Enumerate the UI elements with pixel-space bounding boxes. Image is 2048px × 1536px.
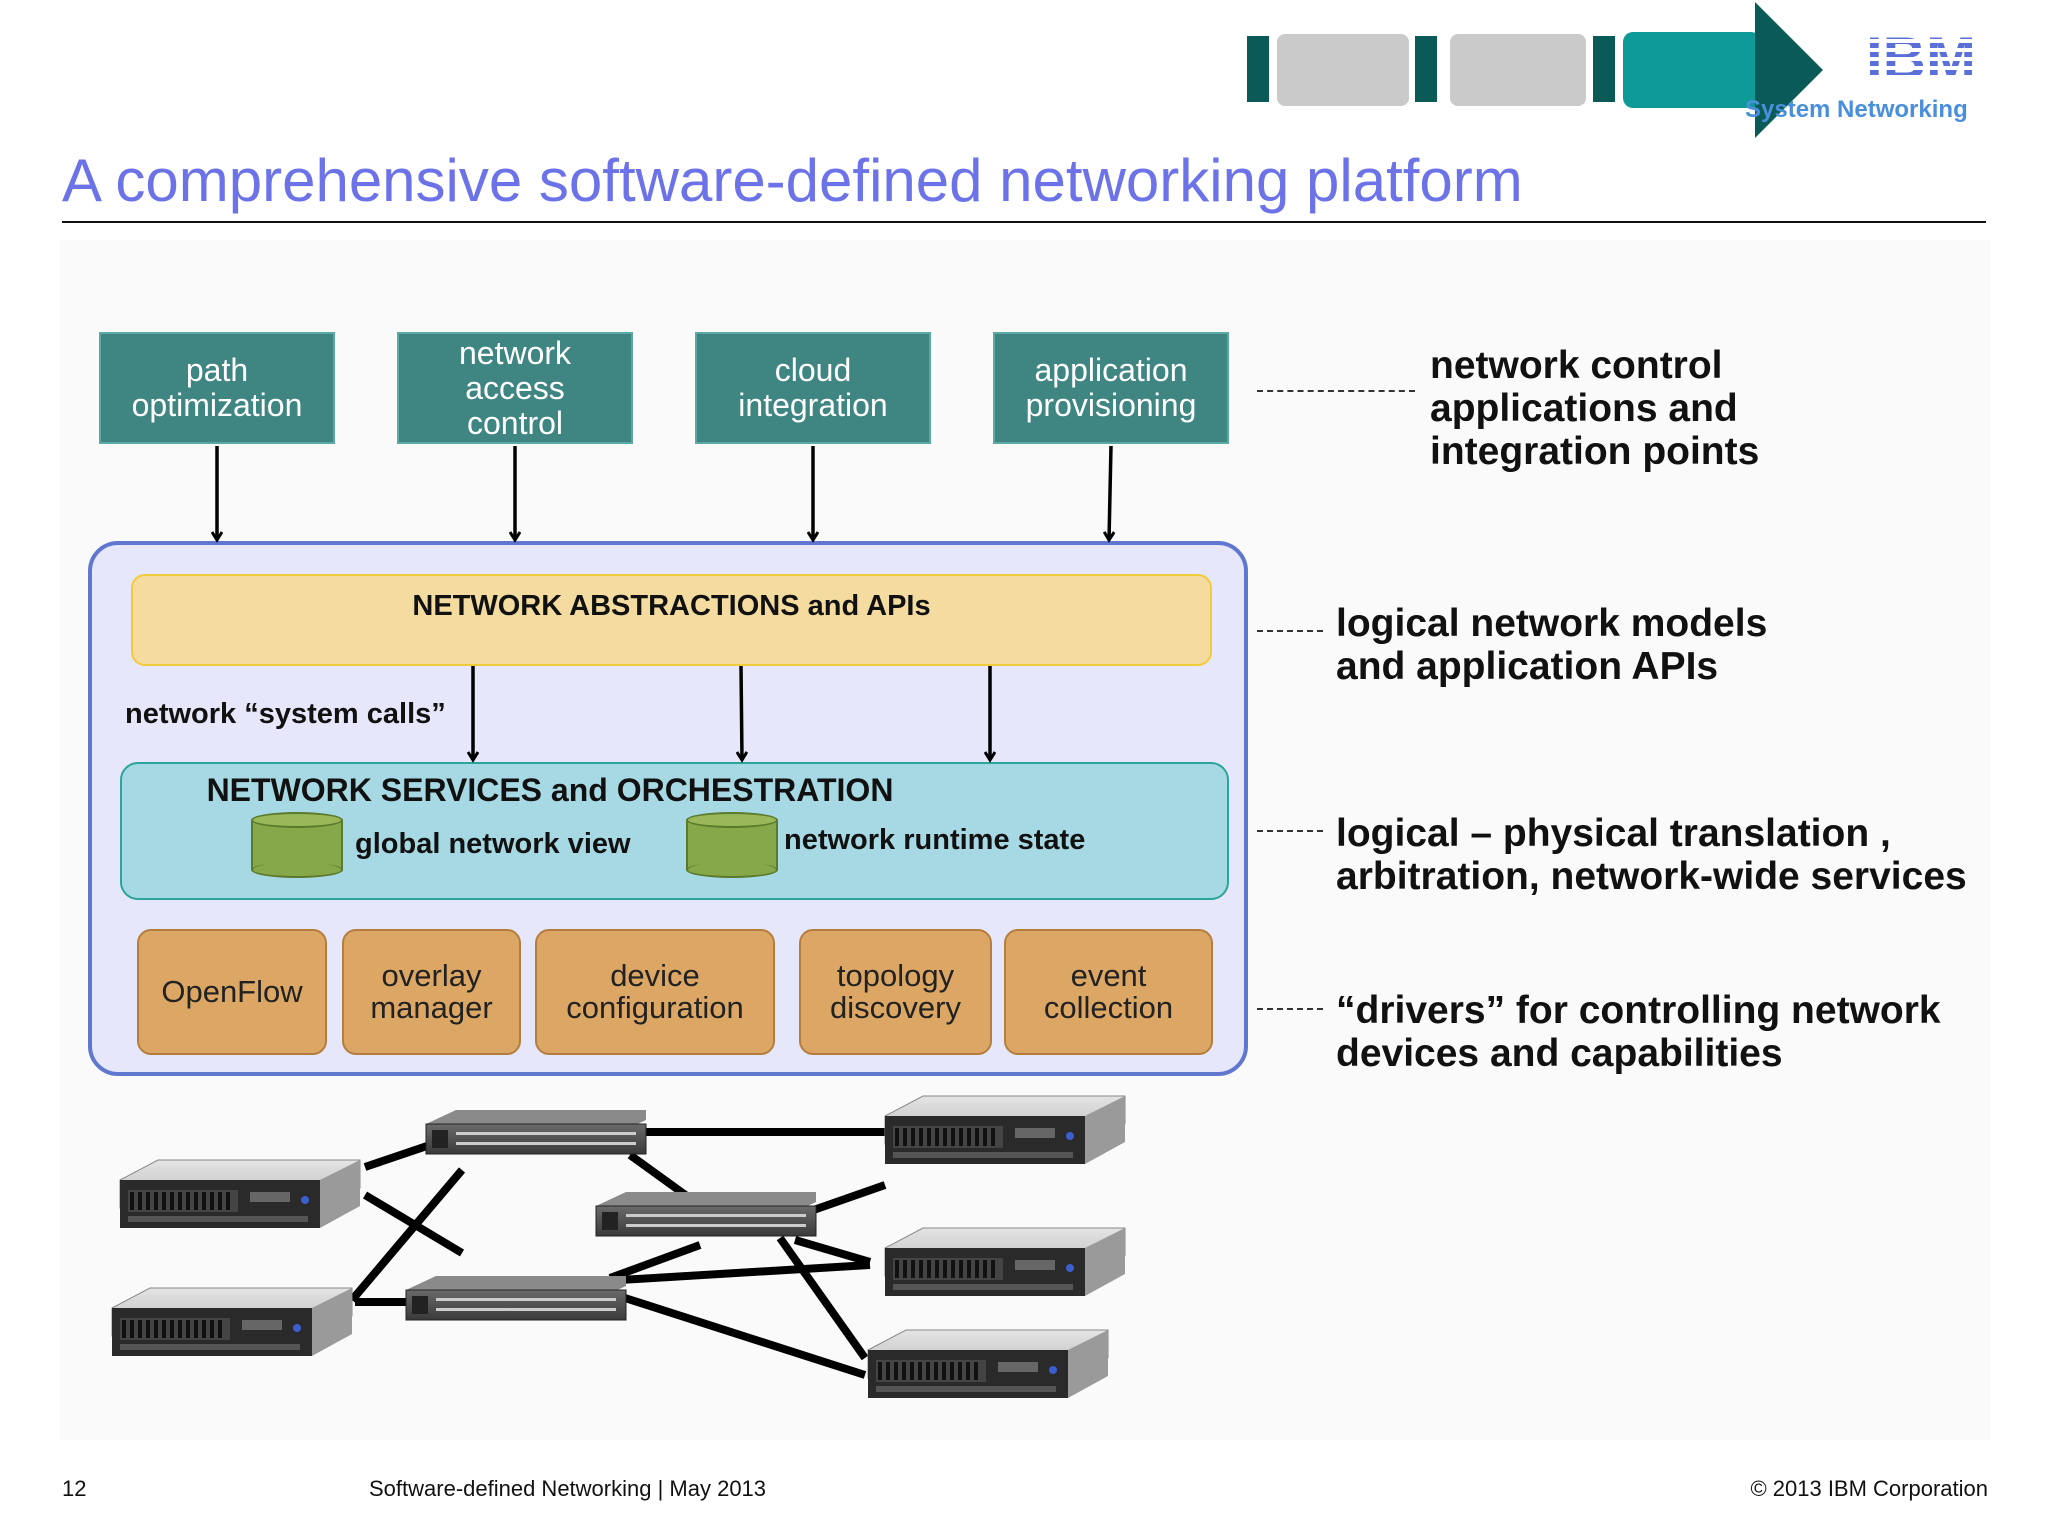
- driver-box-label: topology discovery: [830, 958, 961, 1025]
- annotation-leader-line: [1257, 630, 1323, 632]
- system-calls-label: network “system calls”: [125, 698, 446, 730]
- title-divider: [62, 221, 1986, 223]
- network-abstractions-label: NETWORK ABSTRACTIONS and APIs: [412, 590, 931, 622]
- annotation-drivers: “drivers” for controlling network device…: [1336, 989, 1941, 1075]
- header-bar-segment: [1593, 36, 1615, 102]
- server-icon: [867, 1329, 1109, 1399]
- annotation-leader-line: [1257, 830, 1323, 832]
- app-box-application-provisioning: application provisioning: [993, 332, 1229, 444]
- annotation-services: logical – physical translation , arbitra…: [1336, 812, 1967, 898]
- driver-box-event-collection: event collection: [1004, 929, 1213, 1055]
- server-icon: [884, 1095, 1126, 1165]
- header-arrow-icon: [1755, 2, 1823, 138]
- header-bar-segment: [1415, 36, 1437, 102]
- app-box-network-access-control: network access control: [397, 332, 633, 444]
- header-bar-segment: [1623, 32, 1761, 108]
- network-abstractions-layer: [131, 574, 1212, 666]
- page-number: 12: [62, 1476, 87, 1501]
- database-icon: [686, 812, 778, 878]
- annotation-abstractions: logical network models and application A…: [1336, 602, 1768, 688]
- app-box-label: path optimization: [131, 352, 303, 423]
- database-icon: [251, 812, 343, 878]
- footer-title: Software-defined Networking | May 2013: [369, 1476, 767, 1501]
- driver-box-overlay-manager: overlay manager: [342, 929, 521, 1055]
- app-box-label: cloud integration: [738, 352, 888, 423]
- driver-box-label: OpenFlow: [161, 974, 303, 1009]
- driver-box-label: event collection: [1043, 958, 1174, 1025]
- driver-box-label: overlay manager: [370, 958, 493, 1025]
- server-icon: [119, 1159, 361, 1229]
- annotation-leader-line: [1257, 1008, 1323, 1010]
- driver-box-topology-discovery: topology discovery: [799, 929, 992, 1055]
- switch-icon: [595, 1191, 817, 1237]
- driver-box-openflow: OpenFlow: [137, 929, 327, 1055]
- database-label: global network view: [355, 828, 631, 860]
- annotation-applications: network control applications and integra…: [1430, 344, 1760, 473]
- page-title: A comprehensive software-defined network…: [62, 147, 1523, 214]
- header-bar-segment: [1247, 36, 1269, 102]
- header-bar-segment: [1277, 34, 1409, 106]
- switch-icon: [405, 1275, 627, 1321]
- header-subtitle: System Networking: [1745, 96, 1968, 123]
- annotation-leader-line: [1257, 390, 1415, 392]
- app-box-cloud-integration: cloud integration: [695, 332, 931, 444]
- network-links: [348, 1128, 887, 1379]
- database-label: network runtime state: [784, 824, 1086, 856]
- footer-copyright: © 2013 IBM Corporation: [1750, 1476, 1988, 1501]
- driver-box-label: device configuration: [566, 958, 744, 1025]
- header-bar-segment: [1450, 34, 1586, 106]
- switch-icon: [425, 1109, 647, 1155]
- server-icon: [111, 1287, 353, 1357]
- network-services-label: NETWORK SERVICES and ORCHESTRATION: [206, 772, 894, 808]
- app-box-label: application provisioning: [1025, 352, 1197, 423]
- app-box-path-optimization: path optimization: [99, 332, 335, 444]
- ibm-logo: IBM: [1866, 25, 1976, 92]
- driver-box-device-configuration: device configuration: [535, 929, 775, 1055]
- server-icon: [884, 1227, 1126, 1297]
- app-box-label: network access control: [458, 334, 572, 441]
